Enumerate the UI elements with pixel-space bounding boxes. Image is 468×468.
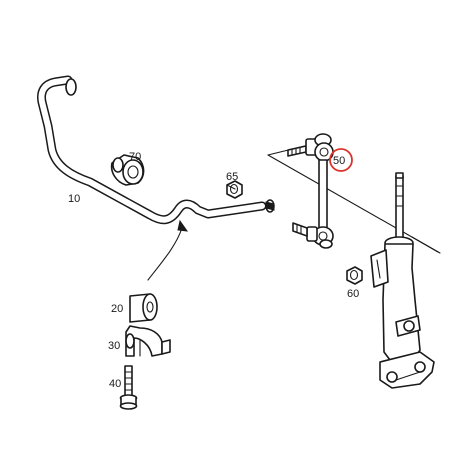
callout-65: 65 — [226, 171, 238, 183]
bar-bushing — [110, 154, 145, 186]
callout-labels: 10 20 30 40 50 60 65 70 — [68, 151, 359, 390]
stabilizer-bar — [37, 75, 275, 225]
callout-30: 30 — [108, 340, 120, 352]
bushing — [129, 293, 158, 323]
callout-70: 70 — [129, 151, 141, 163]
strut-plane-lines — [267, 140, 441, 254]
callout-50: 50 — [333, 155, 345, 167]
nut-bar — [226, 180, 243, 199]
pointer-arrow — [147, 219, 189, 281]
stabilizer-link — [287, 133, 334, 249]
callout-60: 60 — [347, 288, 359, 300]
clamp — [125, 325, 171, 357]
callout-10: 10 — [68, 193, 80, 205]
nut-strut — [346, 266, 363, 285]
callout-20: 20 — [111, 303, 123, 315]
callout-40: 40 — [109, 378, 121, 390]
bolt — [119, 365, 138, 410]
highlight-ring — [329, 148, 353, 172]
strut — [370, 172, 435, 389]
